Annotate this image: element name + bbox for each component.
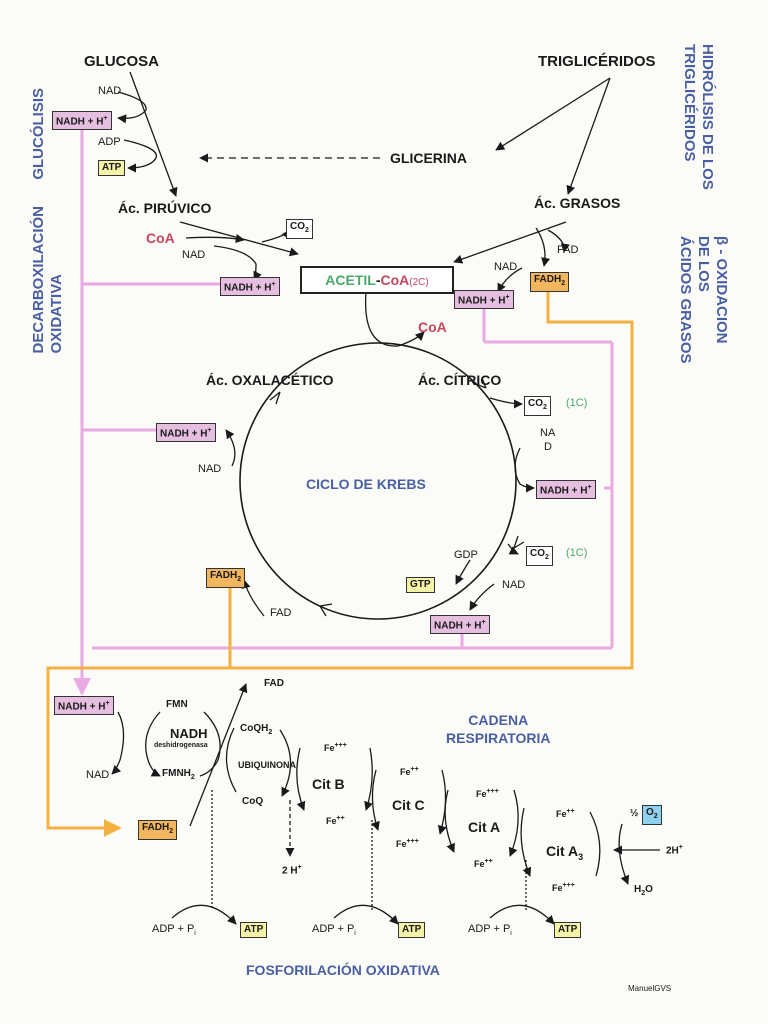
cit-a-label: Cit A: [468, 819, 501, 835]
cadena-respiratoria-title: CADENA RESPIRATORIA: [446, 712, 551, 746]
cit-b-fe3: Fe+++: [324, 742, 347, 753]
fad-krebs: FAD: [270, 607, 292, 619]
half-label: ½: [630, 808, 639, 819]
atp-glucolisis: ATP: [98, 160, 126, 176]
fadh2-krebs: FADH2: [206, 568, 246, 588]
ac-grasos-label: Ác. GRASOS: [534, 195, 621, 211]
cit-b-fe2: Fe++: [326, 815, 345, 826]
acetil-coa-box: ACETIL-CoA(2C): [300, 266, 454, 294]
nadh-chain: NADH + H+: [54, 696, 114, 716]
atp-chain-3: ATP: [554, 922, 582, 938]
trigliceridos-label: TRIGLICÉRIDOS: [538, 53, 656, 70]
cit-c-fe2: Fe++: [400, 766, 419, 777]
co2-krebs-2: CO2: [526, 546, 553, 566]
ac-citrico-label: Ác. CÍTRICO: [418, 372, 502, 388]
acetil-text: ACETIL: [325, 272, 376, 288]
ubiquinona-label: UBIQUINONA: [238, 760, 296, 770]
glucosa-label: GLUCOSA: [84, 53, 159, 70]
glicerina-label: GLICERINA: [390, 150, 467, 166]
beta-oxidacion-label: β - OXIDACION DE LOS ÁCIDOS GRASOS: [677, 236, 730, 364]
deshidrogenasa-label: deshidrogenasa: [154, 742, 208, 749]
nadh-krebs-2: NADH + H+: [430, 615, 490, 635]
nad-beta: NAD: [494, 261, 518, 273]
gdp-label: GDP: [454, 549, 478, 561]
nadh-glucolisis: NADH + H+: [52, 111, 112, 131]
nad-chain: NAD: [86, 769, 110, 781]
nad-krebs-1-top: NA: [540, 427, 556, 439]
nad-krebs-1-bottom: D: [544, 441, 552, 453]
cit-b-label: Cit B: [312, 776, 345, 792]
nad-krebs-3: NAD: [198, 463, 222, 475]
nadh-krebs-3: NADH + H+: [156, 423, 216, 443]
atp-chain-1: ATP: [240, 922, 268, 938]
one-c-2: (1C): [566, 547, 588, 559]
acetil-carbons: (2C): [409, 277, 429, 288]
glucolisis-label: GLUCÓLISIS: [30, 88, 47, 180]
cit-a3-label: Cit A3: [546, 843, 584, 862]
coa-decarbox: CoA: [146, 230, 175, 246]
co2-krebs-1: CO2: [524, 396, 551, 416]
ciclo-krebs-title: CICLO DE KREBS: [306, 476, 426, 492]
coa-released: CoA: [418, 319, 447, 335]
nadh-enzyme-label: NADH: [170, 726, 208, 741]
adp-pi-2: ADP + Pi: [312, 923, 356, 938]
cit-c-label: Cit C: [392, 797, 425, 813]
co2-decarbox: CO2: [286, 219, 313, 239]
nad-krebs-2: NAD: [502, 579, 526, 591]
o2-box: O2: [642, 805, 662, 825]
author-credit: ManuelGVS: [628, 984, 672, 993]
fad-beta: FAD: [557, 244, 579, 256]
acetil-dash: -: [375, 272, 381, 288]
adp-pi-3: ADP + Pi: [468, 923, 512, 938]
ac-oxalacetico-label: Ác. OXALACÉTICO: [206, 372, 334, 388]
fosforilacion-oxidativa-title: FOSFORILACIÓN OXIDATIVA: [246, 962, 440, 978]
nad-decarbox: NAD: [182, 249, 206, 261]
fadh2-beta: FADH2: [530, 272, 570, 292]
nadh-decarbox: NADH + H+: [220, 277, 280, 297]
decarboxilacion-label: DECARBOXILACIÓN OXIDATIVA: [30, 206, 65, 354]
nadh-krebs-1: NADH + H+: [536, 480, 596, 500]
fadh2-chain: FADH2: [138, 820, 178, 840]
two-h-plus-o2: 2H+: [666, 844, 683, 857]
nadh-beta: NADH + H+: [454, 290, 514, 310]
ac-piruvico-label: Ác. PIRÚVICO: [118, 200, 212, 216]
cit-a3-fe2: Fe++: [556, 808, 575, 819]
coqh2-label: CoQH2: [240, 723, 273, 737]
cit-c-fe3: Fe+++: [396, 838, 419, 849]
cit-a3-fe3: Fe+++: [552, 882, 575, 893]
one-c-1: (1C): [566, 397, 588, 409]
cit-a-fe3: Fe+++: [476, 788, 499, 799]
fad-chain: FAD: [264, 678, 284, 689]
coq-label: CoQ: [242, 796, 264, 807]
fmn-label: FMN: [166, 699, 188, 710]
fmnh2-label: FMNH2: [162, 768, 195, 782]
acetil-coa-text: CoA: [380, 272, 410, 288]
adp-glucolisis: ADP: [98, 136, 121, 148]
h2o-label: H2O: [634, 884, 653, 898]
adp-pi-1: ADP + Pi: [152, 923, 196, 938]
two-h-plus-chain: 2 H+: [282, 864, 302, 877]
gtp-krebs: GTP: [406, 577, 435, 593]
nad-glucolisis: NAD: [98, 85, 122, 97]
atp-chain-2: ATP: [398, 922, 426, 938]
cit-a-fe2: Fe++: [474, 858, 493, 869]
hidrolisis-label: HIDRÓLISIS DE LOS TRIGLICÉRIDOS: [681, 44, 716, 190]
